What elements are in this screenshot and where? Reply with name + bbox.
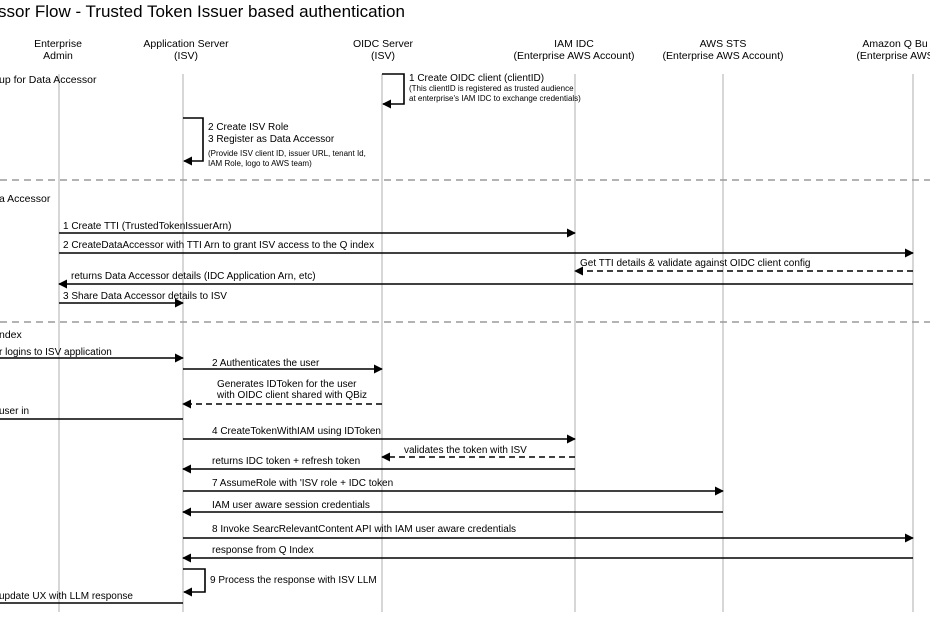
section-label: up for Data Accessor bbox=[0, 74, 97, 86]
participant-idc-label: IAM IDC bbox=[554, 38, 594, 50]
m-create-token-with-iam-label: 4 CreateTokenWithIAM using IDToken bbox=[212, 426, 381, 437]
m-generates-idtoken-label: Generates IDToken for the user bbox=[217, 379, 357, 390]
diagram-title: ssor Flow - Trusted Token Issuer based a… bbox=[0, 2, 405, 21]
m-create-isv-role-arrow bbox=[183, 117, 204, 166]
m-returns-idc-token-label: returns IDC token + refresh token bbox=[212, 456, 360, 467]
m-user-in-label: user in bbox=[0, 406, 29, 417]
m-process-response-label: 9 Process the response with ISV LLM bbox=[210, 575, 377, 586]
m-create-oidc-client-label: 1 Create OIDC client (clientID) bbox=[409, 73, 544, 84]
m-response-q-index-label: response from Q Index bbox=[212, 545, 314, 556]
m-create-data-accessor-label: 2 CreateDataAccessor with TTI Arn to gra… bbox=[63, 240, 374, 251]
m-assume-role-label: 7 AssumeRole with 'ISV role + IDC token bbox=[212, 478, 393, 489]
m-invoke-search-label: 8 Invoke SearcRelevantContent API with I… bbox=[212, 524, 516, 535]
participant-sts-label: (Enterprise AWS Account) bbox=[663, 50, 784, 62]
section-label: ndex bbox=[0, 329, 23, 341]
m-share-details-label: 3 Share Data Accessor details to ISV bbox=[63, 291, 227, 302]
participant-app-label: (ISV) bbox=[174, 50, 198, 62]
m-update-ux-label: update UX with LLM response bbox=[0, 591, 133, 602]
m-process-response-arrow bbox=[183, 568, 206, 597]
m-create-isv-role-label: 2 Create ISV Role bbox=[208, 122, 289, 133]
participant-oidc-label: OIDC Server bbox=[353, 38, 414, 50]
m-create-isv-role-label: IAM Role, logo to AWS team) bbox=[208, 159, 312, 168]
section-label: a Accessor bbox=[0, 193, 51, 205]
m-create-oidc-client-label: (This clientID is registered as trusted … bbox=[409, 84, 574, 93]
m-create-oidc-client-arrow bbox=[382, 73, 405, 109]
participant-admin-label: Enterprise bbox=[34, 38, 82, 50]
m-user-logins-label: r logins to ISV application bbox=[0, 347, 112, 358]
m-create-isv-role-label: 3 Register as Data Accessor bbox=[208, 134, 335, 145]
m-validates-token-label: validates the token with ISV bbox=[404, 445, 527, 456]
m-returns-data-accessor-label: returns Data Accessor details (IDC Appli… bbox=[71, 271, 316, 282]
participant-idc-label: (Enterprise AWS Account) bbox=[514, 50, 635, 62]
m-create-tti-label: 1 Create TTI (TrustedTokenIssuerArn) bbox=[63, 221, 231, 232]
m-generates-idtoken-label: with OIDC client shared with QBiz bbox=[216, 390, 367, 401]
m-create-oidc-client-label: at enterprise's IAM IDC to exchange cred… bbox=[409, 94, 581, 103]
participant-q-label: Amazon Q Bu bbox=[862, 38, 928, 50]
m-create-isv-role-label: (Provide ISV client ID, issuer URL, tena… bbox=[208, 149, 366, 158]
participant-oidc-label: (ISV) bbox=[371, 50, 395, 62]
m-authenticates-user-label: 2 Authenticates the user bbox=[212, 358, 320, 369]
m-get-tti-details-label: Get TTI details & validate against OIDC … bbox=[580, 258, 810, 269]
participant-q-label: (Enterprise AWS bbox=[856, 50, 930, 62]
m-session-credentials-label: IAM user aware session credentials bbox=[212, 500, 370, 511]
participant-app-label: Application Server bbox=[143, 38, 229, 50]
participant-admin-label: Admin bbox=[43, 50, 73, 62]
participant-sts-label: AWS STS bbox=[700, 38, 747, 50]
